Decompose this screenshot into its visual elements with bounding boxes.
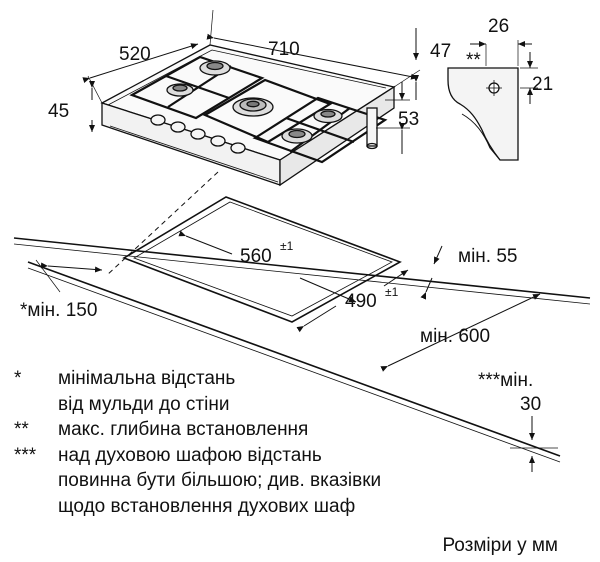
dim-min-600: мін. 600	[420, 326, 490, 347]
legend-mark: ***	[14, 444, 37, 466]
legend-text: над духовою шафою відстань	[58, 444, 322, 466]
legend-text: макс. глибина встановлення	[58, 419, 309, 440]
dim-53: 53	[398, 109, 419, 130]
burner-front-left	[166, 83, 194, 97]
dim-490: 490	[345, 291, 377, 312]
dim-21: 21	[532, 74, 553, 95]
pan-support-middle	[202, 78, 333, 144]
dim-490-tolerance: ±1	[385, 285, 399, 299]
legend-item-1: * мінімальна відстань	[14, 366, 534, 392]
dim-26: 26	[488, 16, 509, 37]
legend-mark: *	[14, 368, 22, 389]
cutout	[122, 196, 402, 323]
legend-text: щодо встановлення духових шаф	[58, 495, 356, 517]
dim-560-tolerance: ±1	[280, 239, 294, 253]
burner-front-right	[281, 128, 313, 144]
bracket-mark: **	[466, 50, 481, 71]
dim-710: 710	[268, 39, 300, 60]
bracket-detail	[447, 40, 538, 161]
dim-min-55: мін. 55	[458, 246, 517, 267]
burner-rear-left	[199, 60, 231, 76]
dim-520: 520	[119, 44, 151, 65]
dim-560: 560	[240, 246, 272, 267]
gas-connector	[366, 107, 378, 150]
units-note: Розміри у мм	[442, 535, 558, 556]
burner-wok	[232, 97, 274, 117]
dim-min-150: *мін. 150	[20, 300, 97, 321]
dim-min-30-value: 30	[520, 394, 541, 415]
legend-item-3: *** над духовою шафою відстань	[14, 443, 534, 469]
burner-rear-right	[313, 108, 343, 124]
legend-text: від мульди до стіни	[58, 393, 230, 415]
dim-min-30-label: ***мін.	[478, 370, 533, 391]
legend-text: мінімальна відстань	[58, 368, 236, 389]
control-knobs	[150, 114, 246, 154]
footnote-legend: * мінімальна відстань від мульди до стін…	[14, 366, 534, 519]
hob-drawing	[100, 44, 396, 187]
legend-item-2: ** макс. глибина встановлення	[14, 417, 534, 443]
legend-text: повинна бути більшою; див. вказівки	[58, 470, 382, 491]
legend-mark: **	[14, 419, 29, 440]
dim-47: 47	[430, 41, 451, 62]
dim-45: 45	[48, 101, 69, 122]
